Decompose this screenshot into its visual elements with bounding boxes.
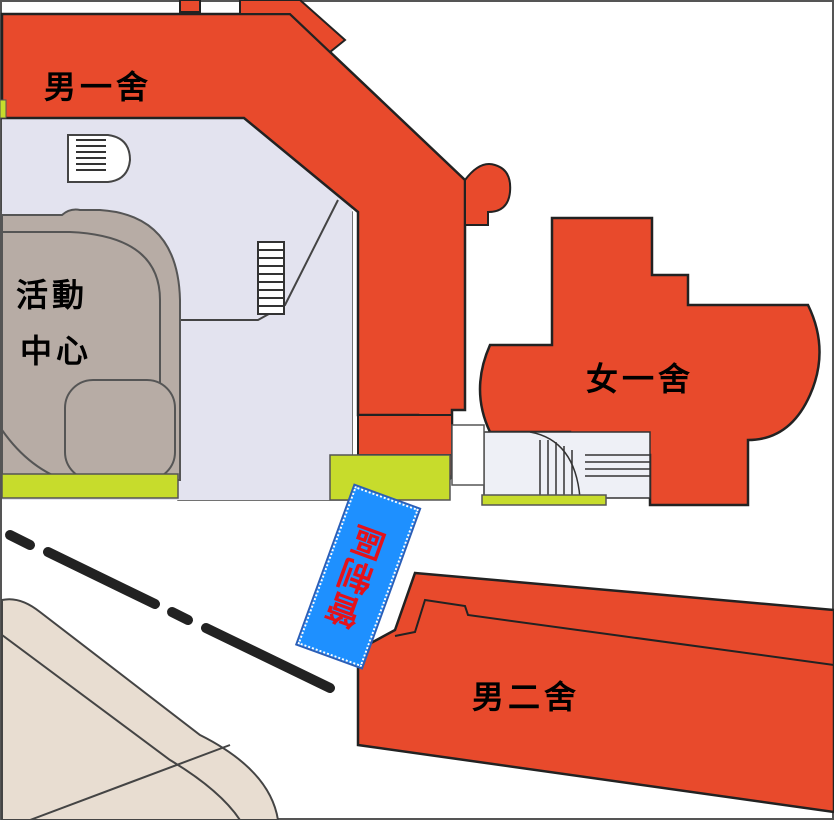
label-activity-center-line1: 活動 xyxy=(16,276,89,314)
female-dorm-1-building xyxy=(478,216,821,507)
label-female-dorm-1: 女一舍 xyxy=(586,360,695,398)
road-area xyxy=(1,598,280,820)
stairs-top-left xyxy=(67,134,132,183)
label-male-dorm-2: 男二舍 xyxy=(472,678,581,716)
male-dorm-2-building xyxy=(356,571,834,814)
pad-near-gate xyxy=(329,454,451,501)
dashed-path xyxy=(5,530,335,693)
label-male-dorm-1: 男一舍 xyxy=(44,68,153,106)
activity-center-inner xyxy=(64,379,176,481)
activity-center-base xyxy=(1,473,179,499)
label-activity-center-line2: 中心 xyxy=(20,332,93,370)
stairs-female-dorm xyxy=(483,431,651,499)
pad-female-dorm xyxy=(481,494,607,506)
stairs-middle xyxy=(257,241,285,315)
